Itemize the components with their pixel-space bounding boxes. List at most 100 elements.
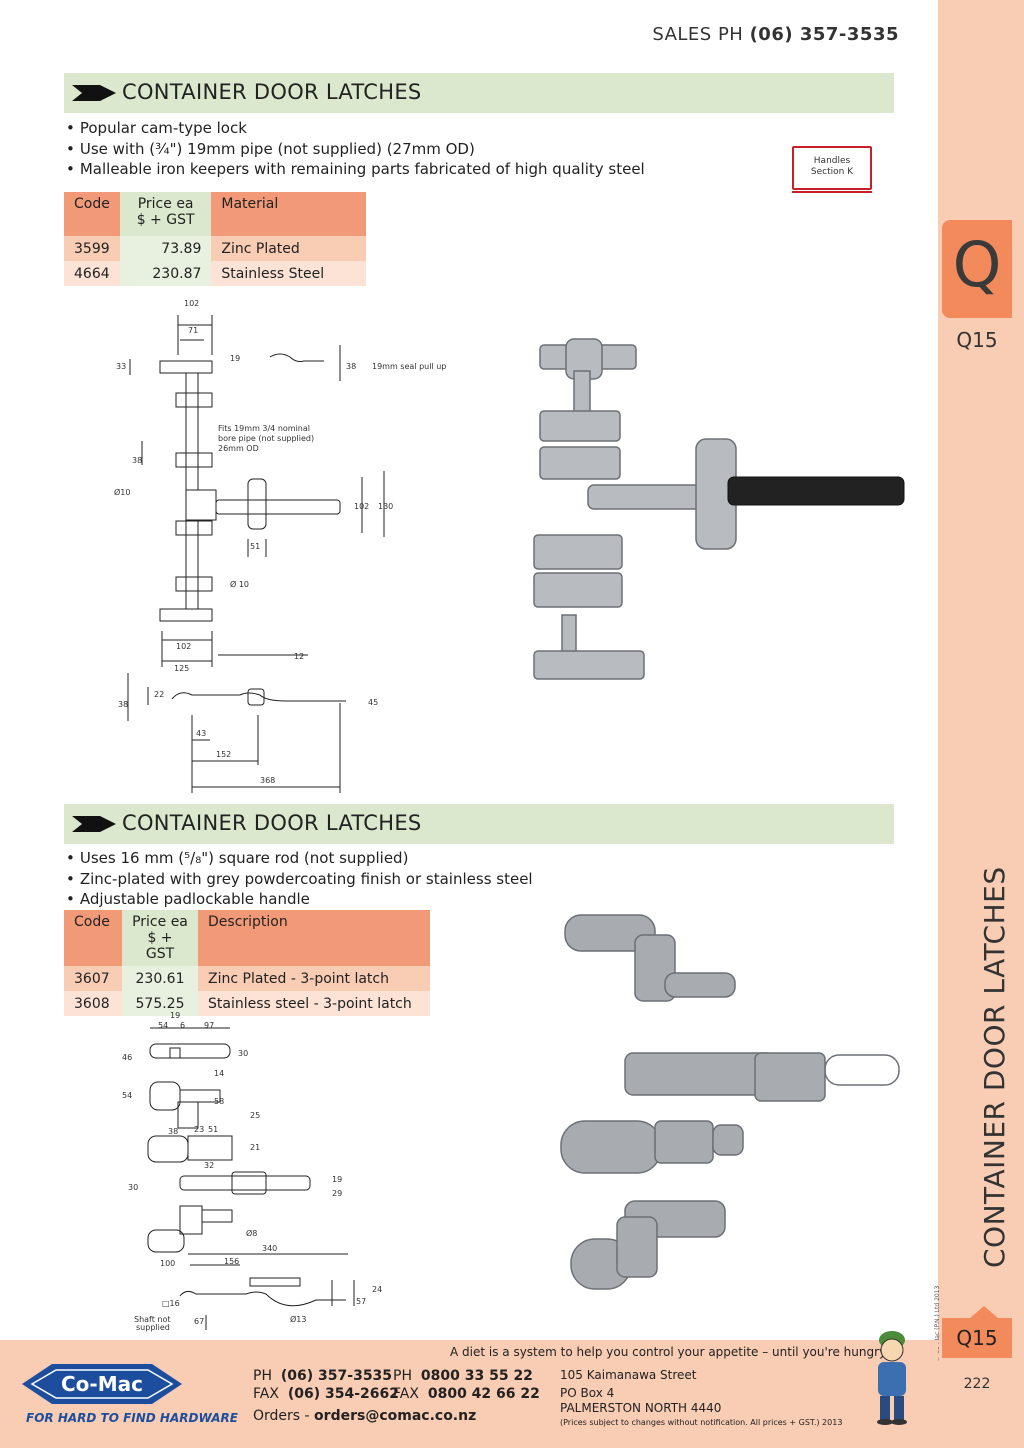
latch-handle-grip [727, 476, 905, 506]
dim-label: 102 [184, 299, 199, 308]
cell-price: 230.61 [122, 966, 198, 991]
tagline: FOR HARD TO FIND HARDWARE [26, 1411, 238, 1425]
freefax-line: FAX 0800 42 66 22 [393, 1386, 540, 1402]
section-2-header: CONTAINER DOOR LATCHES [64, 804, 894, 844]
table-row: 3608 575.25 Stainless steel - 3-point la… [64, 991, 430, 1016]
shaft-note: Shaft not [134, 1315, 171, 1324]
arrow-icon [72, 816, 116, 832]
price-table-1: Code Price ea $ + GST Material 3599 73.8… [64, 192, 366, 286]
feature-item: Popular cam-type lock [66, 118, 645, 139]
phone-line: PH (06) 357-3535 [253, 1368, 392, 1384]
page-number: 222 [963, 1376, 991, 1392]
dim-label: 23 [194, 1125, 204, 1134]
dim-label: 102 [176, 642, 191, 651]
seal-note: 19mm seal pull up [372, 362, 446, 371]
cell-code: 3608 [64, 991, 122, 1016]
dim-label: 19 [332, 1175, 342, 1184]
phone-label: PH [253, 1368, 272, 1384]
freefax-label: FAX [393, 1386, 419, 1402]
dim-label: 130 [378, 502, 393, 511]
dim-label: Ø 10 [230, 579, 249, 589]
dim-label: 340 [262, 1244, 277, 1253]
section-2-title: CONTAINER DOOR LATCHES [122, 811, 422, 835]
col-price-line2: $ + GST [145, 930, 175, 962]
sales-number[interactable]: (06) 357-3535 [749, 24, 899, 45]
dim-label: □16 [162, 1299, 180, 1308]
table-row: 3599 73.89 Zinc Plated [64, 236, 366, 261]
fax-number: (06) 354-2662 [287, 1386, 399, 1402]
col-price: Price ea $ + GST [122, 910, 198, 966]
comac-logo[interactable]: Co-Mac [22, 1358, 182, 1410]
dim-label: 21 [250, 1143, 260, 1152]
section-1-features: Popular cam-type lock Use with (¾") 19mm… [66, 118, 645, 180]
dim-label: 29 [332, 1189, 342, 1198]
dim-label: 152 [216, 750, 231, 759]
col-price: Price ea $ + GST [119, 192, 212, 236]
dim-label: Ø10 [114, 487, 130, 497]
latch-product-image-2 [560, 914, 900, 1290]
dim-label: 54 [122, 1091, 132, 1100]
dim-label: 45 [368, 698, 378, 707]
feature-item: Uses 16 mm (⁵/₈") square rod (not suppli… [66, 848, 533, 869]
freefax-number: 0800 42 66 22 [427, 1386, 540, 1402]
orders-label: Orders - [253, 1408, 310, 1424]
dim-label: 24 [372, 1285, 382, 1294]
technical-drawing-2: 19 54 6 97 46 30 14 54 58 25 38 23 51 21… [122, 1011, 382, 1332]
cell-code: 4664 [64, 261, 120, 286]
dim-label: 38 [346, 362, 356, 371]
dim-label: 97 [204, 1021, 214, 1030]
table-row: 4664 230.87 Stainless Steel [64, 261, 366, 286]
dim-label: 30 [238, 1049, 248, 1058]
dim-label: 38 [168, 1127, 178, 1136]
dim-label: 368 [260, 776, 275, 785]
technical-drawing-1: 102 71 33 19 38 19mm seal pull up Fits 1… [114, 299, 446, 793]
dim-label: 19 [170, 1011, 180, 1020]
sales-phone: SALES PH (06) 357-3535 [652, 24, 899, 45]
dim-label: 51 [208, 1125, 218, 1134]
dim-label: 33 [116, 362, 126, 371]
cell-code: 3599 [64, 236, 120, 261]
col-description: Description [198, 910, 430, 966]
cell-material: Stainless Steel [211, 261, 366, 286]
cell-price: 73.89 [119, 236, 212, 261]
page-code-bottom: Q15 [956, 1326, 998, 1350]
mascot-icon [877, 1331, 907, 1425]
address-pobox: PO Box 4 [560, 1386, 615, 1400]
orders-email[interactable]: orders@comac.co.nz [314, 1408, 477, 1424]
feature-item: Use with (¾") 19mm pipe (not supplied) (… [66, 139, 645, 160]
fax-label: FAX [253, 1386, 279, 1402]
freephone-label: PH [393, 1368, 412, 1384]
vertical-section-title: CONTAINER DOOR LATCHES [978, 866, 1011, 1268]
freephone-number[interactable]: 0800 33 55 22 [420, 1368, 533, 1384]
dim-label: 57 [356, 1297, 366, 1306]
dim-label: 67 [194, 1317, 204, 1326]
phone-number[interactable]: (06) 357-3535 [280, 1368, 393, 1384]
cell-code: 3607 [64, 966, 122, 991]
dim-label: 25 [250, 1111, 260, 1120]
fax-line: FAX (06) 354-2662 [253, 1386, 399, 1402]
dim-label: Ø8 [246, 1228, 257, 1238]
badge-line-1: Handles [813, 156, 851, 166]
dim-label: 30 [128, 1183, 138, 1192]
arrow-icon [72, 85, 116, 101]
section-letter-tab[interactable] [942, 220, 1012, 318]
cell-description: Zinc Plated - 3-point latch [198, 966, 430, 991]
dim-label: 43 [196, 729, 206, 738]
col-price-line2: $ + GST [136, 212, 195, 228]
cell-price: 575.25 [122, 991, 198, 1016]
col-material: Material [211, 192, 366, 236]
shaft-note: supplied [136, 1323, 170, 1332]
col-price-line1: Price ea [132, 914, 188, 930]
dim-label: 58 [214, 1097, 224, 1106]
handles-section-badge[interactable]: Handles Section K [792, 146, 872, 193]
logo-text: Co-Mac [61, 1372, 143, 1396]
sales-label: SALES PH [652, 24, 744, 45]
dim-label: 12 [294, 652, 304, 661]
dim-label: 19 [230, 354, 240, 363]
badge-line-2: Section K [810, 167, 854, 177]
col-code: Code [64, 910, 122, 966]
freephone-line: PH 0800 33 55 22 [393, 1368, 533, 1384]
cell-price: 230.87 [119, 261, 212, 286]
col-price-line1: Price ea [137, 196, 194, 212]
